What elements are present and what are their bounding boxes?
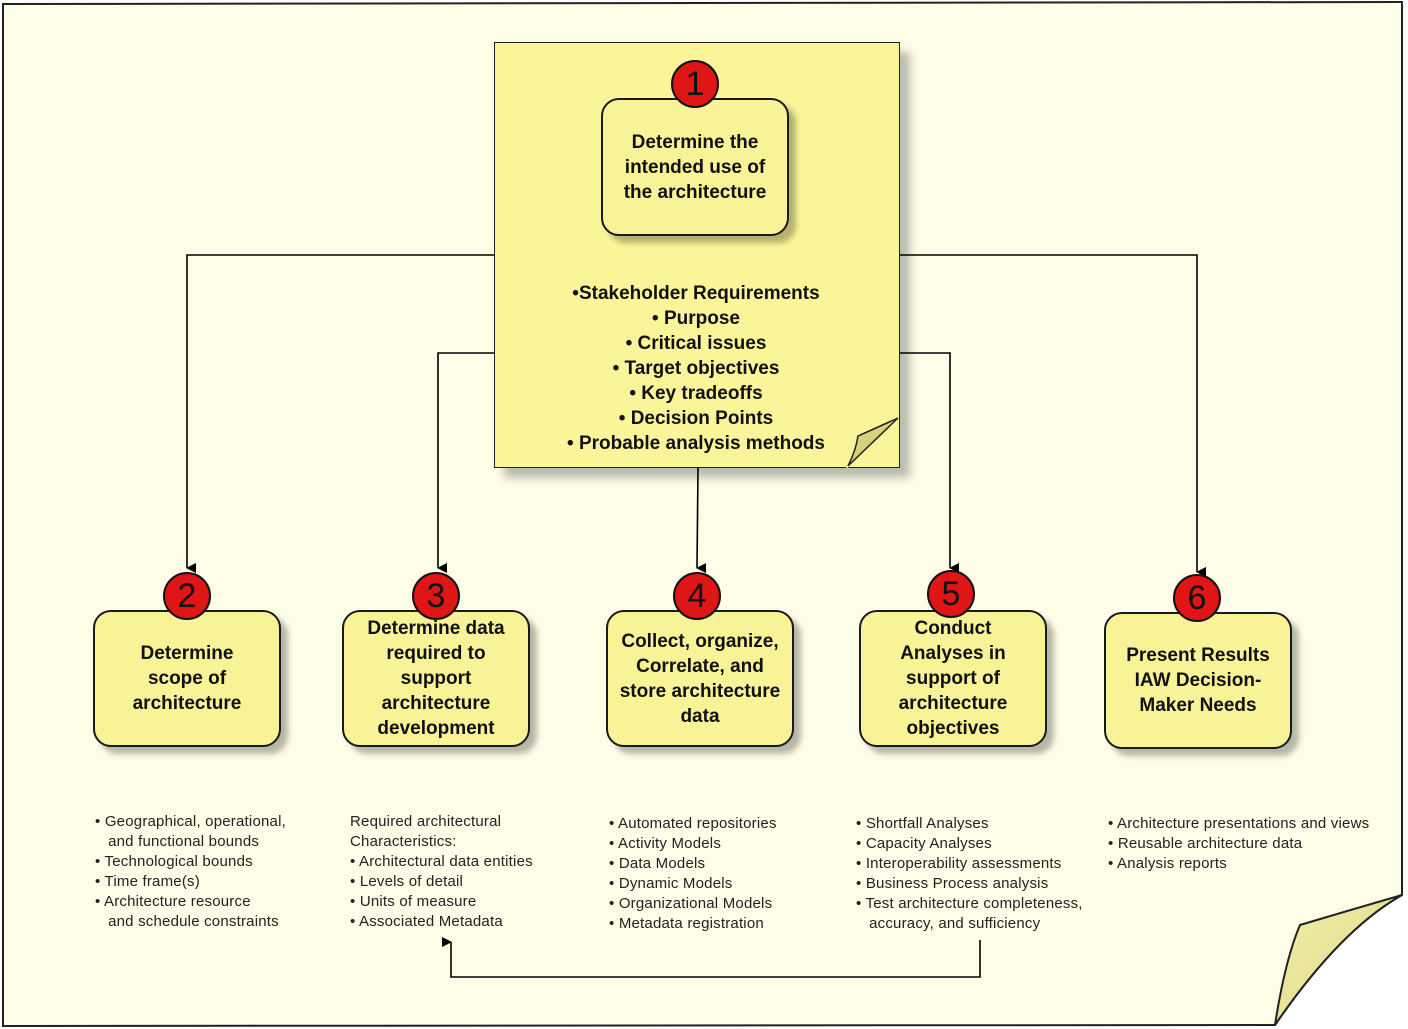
detail-item: • Associated Metadata <box>350 913 503 930</box>
bullet-item: • Probable analysis methods <box>567 433 825 454</box>
detail-item: • Levels of detail <box>350 873 464 890</box>
detail-item: • Time frame(s) <box>95 873 200 890</box>
step-4-details: • Automated repositories • Activity Mode… <box>609 814 777 934</box>
step-6-title: Present Results IAW Decision-Maker Needs <box>1126 645 1270 716</box>
bullet-item: • Critical issues <box>625 333 767 354</box>
detail-item: • Dynamic Models <box>609 875 733 892</box>
step-1-bullet-list: •Stakeholder Requirements • Purpose • Cr… <box>494 281 898 456</box>
detail-item: Characteristics: <box>350 833 457 850</box>
bullet-item: • Purpose <box>652 308 740 329</box>
detail-item: and schedule constraints <box>95 913 279 930</box>
step-4-title: Collect, organize, Correlate, and store … <box>619 630 781 727</box>
step-6-box: Present Results IAW Decision-Maker Needs <box>1104 612 1292 749</box>
step-3-badge: 3 <box>412 572 460 620</box>
detail-item: • Capacity Analyses <box>856 835 992 852</box>
detail-item: • Automated repositories <box>609 815 777 832</box>
detail-item: Required architectural <box>350 813 502 830</box>
detail-item: • Architectural data entities <box>350 853 533 870</box>
step-3-box: Determine data required to support archi… <box>342 610 530 747</box>
detail-item: • Business Process analysis <box>856 875 1049 892</box>
detail-item: • Units of measure <box>350 893 477 910</box>
detail-item: • Data Models <box>609 855 706 872</box>
step-6-details: • Architecture presentations and views •… <box>1108 814 1369 874</box>
step-1-title: Determine the intended use of the archit… <box>623 131 767 203</box>
step-3-title: Determine data required to support archi… <box>367 618 505 739</box>
step-5-badge: 5 <box>927 570 975 618</box>
bullet-item: • Key tradeoffs <box>629 383 763 404</box>
step-6-badge: 6 <box>1173 574 1221 622</box>
step-2-badge: 2 <box>163 572 211 620</box>
detail-item: accuracy, and sufficiency <box>856 915 1041 932</box>
detail-item: and functional bounds <box>95 833 260 850</box>
detail-item: • Metadata registration <box>609 915 764 932</box>
step-3-details: Required architectural Characteristics: … <box>350 812 533 932</box>
detail-item: • Analysis reports <box>1108 855 1227 872</box>
detail-item: • Reusable architecture data <box>1108 835 1303 852</box>
bullet-item: • Decision Points <box>618 408 774 429</box>
detail-item: • Activity Models <box>609 835 722 852</box>
step-5-title: Conduct Analyses in support of architect… <box>898 618 1008 739</box>
step-4-badge: 4 <box>673 572 721 620</box>
note-corner-fold <box>846 416 899 468</box>
step-1-badge: 1 <box>671 60 719 108</box>
detail-item: • Architecture resource <box>95 893 251 910</box>
detail-item: • Shortfall Analyses <box>856 815 989 832</box>
detail-item: • Test architecture completeness, <box>856 895 1083 912</box>
bullet-item: • Target objectives <box>612 358 780 379</box>
step-2-title: Determine scope of architecture <box>132 643 242 714</box>
step-5-details: • Shortfall Analyses • Capacity Analyses… <box>856 814 1083 934</box>
step-1-box: Determine the intended use of the archit… <box>601 98 789 236</box>
step-4-box: Collect, organize, Correlate, and store … <box>606 610 794 747</box>
detail-item: • Geographical, operational, <box>95 813 286 830</box>
detail-item: • Technological bounds <box>95 853 253 870</box>
step-2-box: Determine scope of architecture <box>93 610 281 747</box>
step-5-box: Conduct Analyses in support of architect… <box>859 610 1047 747</box>
detail-item: • Architecture presentations and views <box>1108 815 1370 832</box>
step-2-details: • Geographical, operational, and functio… <box>95 812 286 932</box>
detail-item: • Interoperability assessments <box>856 855 1062 872</box>
bullet-item: •Stakeholder Requirements <box>572 283 820 304</box>
detail-item: • Organizational Models <box>609 895 773 912</box>
